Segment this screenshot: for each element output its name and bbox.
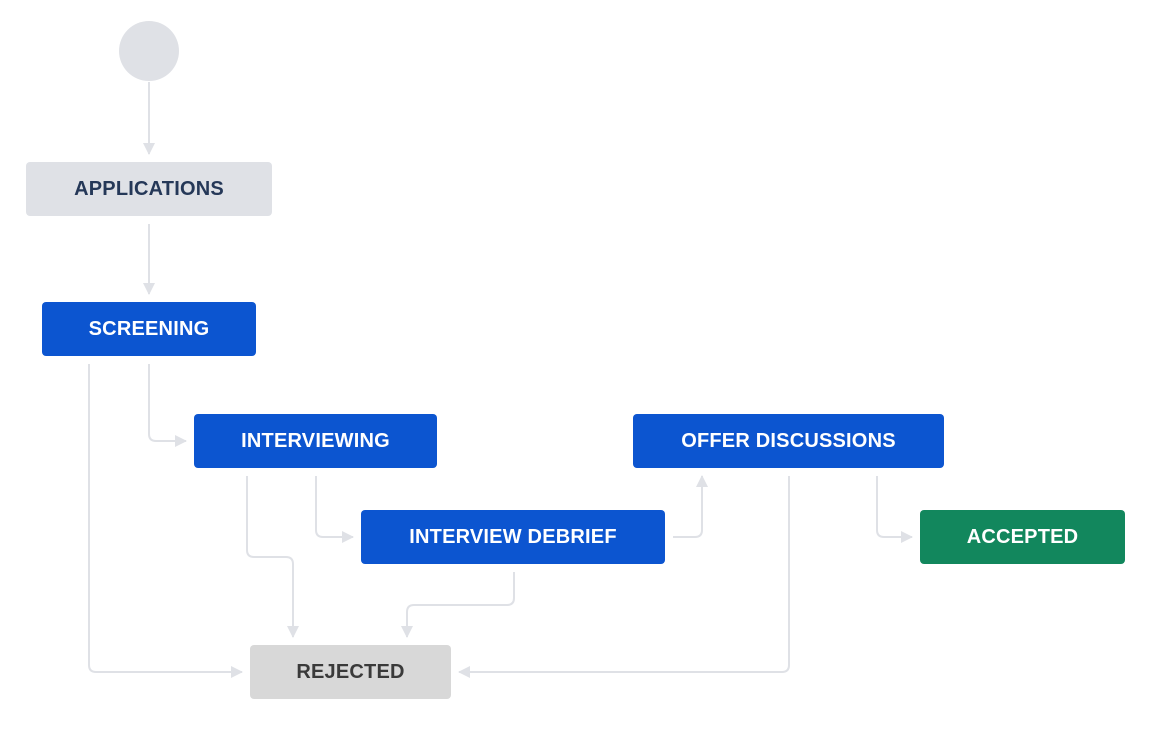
transition-screening-to-rejected: [88, 364, 243, 678]
status-label: INTERVIEW DEBRIEF: [409, 525, 617, 548]
status-label: APPLICATIONS: [74, 177, 224, 200]
status-screening[interactable]: SCREENING: [42, 302, 256, 356]
status-applications[interactable]: APPLICATIONS: [26, 162, 272, 216]
transition-offer-to-accepted: [876, 476, 913, 543]
status-label: ACCEPTED: [966, 525, 1079, 548]
status-offer-discussions[interactable]: OFFER DISCUSSIONS: [633, 414, 944, 468]
status-accepted[interactable]: ACCEPTED: [920, 510, 1125, 564]
transition-debrief-to-rejected: [401, 572, 515, 638]
transition-screening-to-interviewing: [148, 364, 187, 447]
transition-offer-to-rejected: [458, 476, 790, 678]
transition-debrief-to-offer: [673, 475, 708, 538]
start-node: [119, 21, 179, 81]
status-label: INTERVIEWING: [241, 429, 390, 452]
transition-interviewing-to-rejected: [246, 476, 299, 638]
status-interview-debrief[interactable]: INTERVIEW DEBRIEF: [361, 510, 665, 564]
status-label: REJECTED: [296, 660, 405, 683]
transition-interviewing-to-debrief: [315, 476, 354, 543]
status-label: SCREENING: [88, 317, 210, 340]
status-rejected[interactable]: REJECTED: [250, 645, 451, 699]
status-label: OFFER DISCUSSIONS: [681, 429, 896, 452]
status-interviewing[interactable]: INTERVIEWING: [194, 414, 437, 468]
